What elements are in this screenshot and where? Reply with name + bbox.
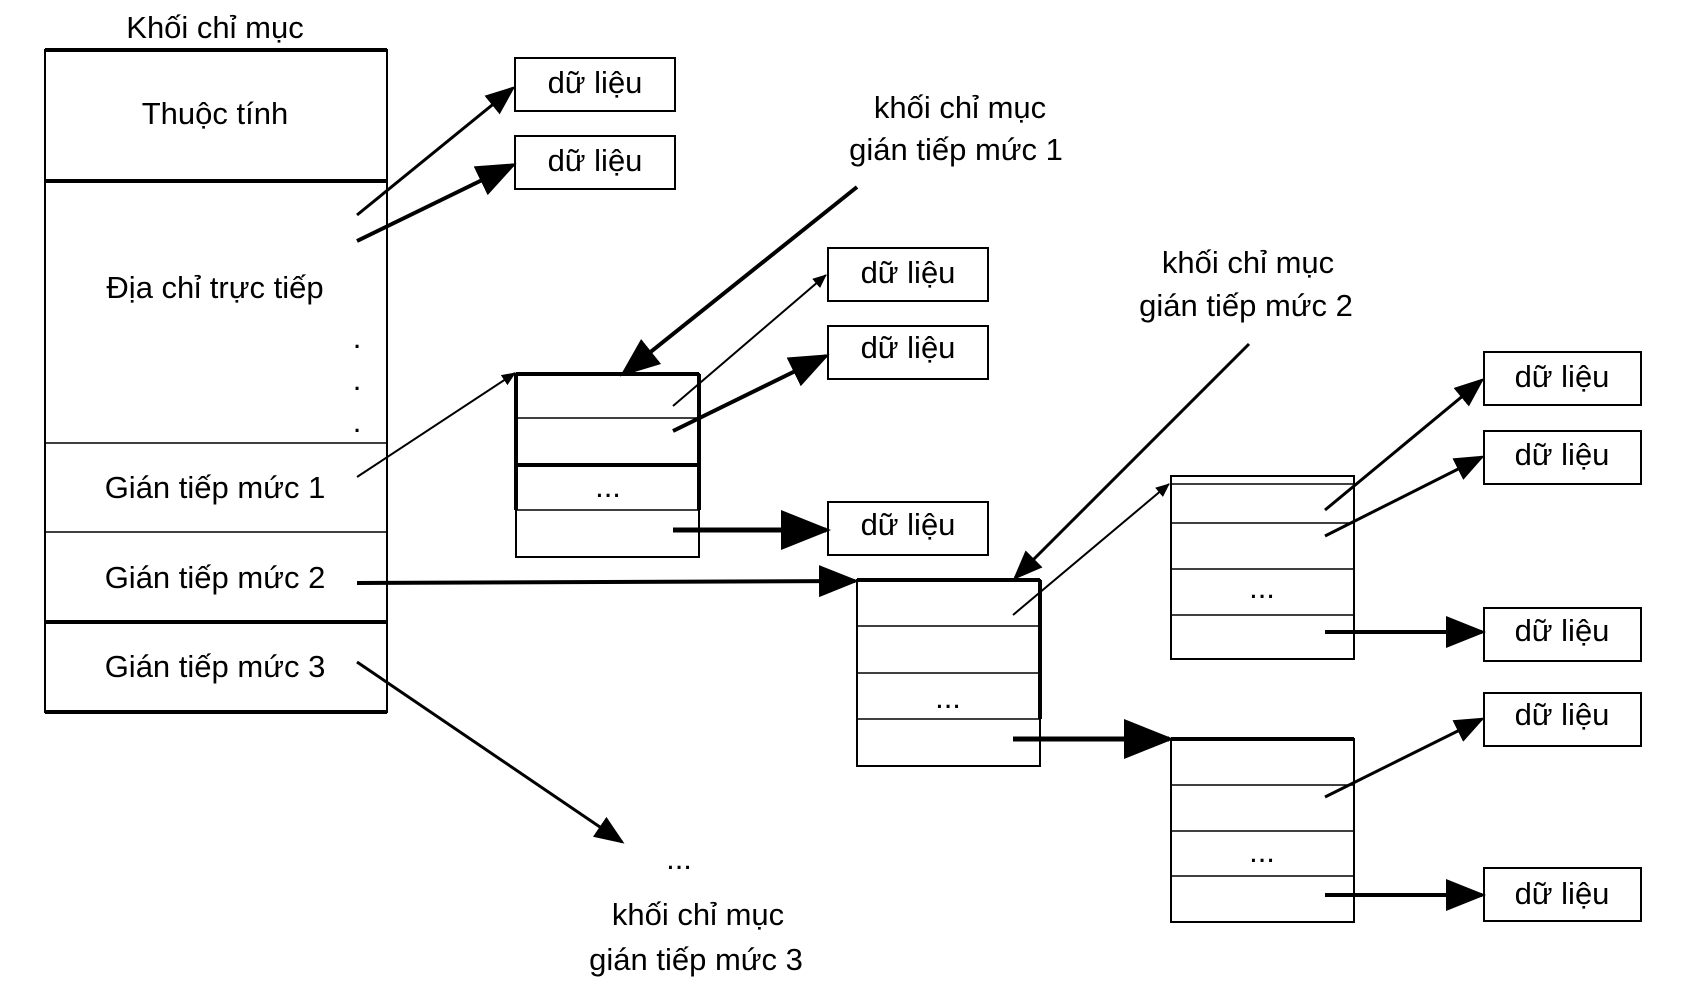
data-block: dữ liệu: [827, 325, 989, 380]
single-indirect-block: [514, 372, 701, 558]
caption-level3-line1: khối chỉ mục: [612, 897, 784, 932]
svg-text:dữ liệu: dữ liệu: [861, 255, 956, 290]
single-indirect-ellipsis: ...: [595, 469, 621, 504]
svg-text:dữ liệu: dữ liệu: [1515, 437, 1610, 472]
double-sub-2-ellipsis: ...: [1249, 834, 1275, 869]
data-block: dữ liệu: [1483, 607, 1642, 662]
svg-text:dữ liệu: dữ liệu: [861, 507, 956, 542]
data-block: dữ liệu: [1483, 430, 1642, 485]
svg-text:dữ liệu: dữ liệu: [548, 65, 643, 100]
inode-direct-dot-1: .: [353, 320, 362, 355]
inode-direct-dot-3: .: [353, 404, 362, 439]
data-block: dữ liệu: [1483, 351, 1642, 406]
data-block: dữ liệu: [827, 247, 989, 302]
double-indirect-sub-block-1: [1170, 475, 1355, 660]
data-block: dữ liệu: [1483, 692, 1642, 747]
svg-text:dữ liệu: dữ liệu: [1515, 876, 1610, 911]
inode-single-indirect-label: Gián tiếp mức 1: [105, 470, 326, 505]
caption-level3-line2: gián tiếp mức 3: [589, 942, 803, 977]
pointer-arrows: [356, 86, 1486, 911]
data-block: dữ liệu: [514, 135, 676, 190]
double-indirect-ellipsis: ...: [935, 680, 961, 715]
double-sub-1-ellipsis: ...: [1249, 570, 1275, 605]
caption-level3-dots: ...: [666, 841, 692, 876]
inode-triple-indirect-label: Gián tiếp mức 3: [105, 649, 326, 684]
inode-attributes-label: Thuộc tính: [142, 96, 288, 131]
caption-level1-line1: khối chỉ mục: [874, 90, 1046, 125]
inode-title: Khối chỉ mục: [126, 10, 303, 45]
data-block: dữ liệu: [827, 501, 989, 556]
data-block: dữ liệu: [1483, 867, 1642, 922]
inode-block: [44, 48, 388, 714]
svg-text:dữ liệu: dữ liệu: [1515, 697, 1610, 732]
svg-text:dữ liệu: dữ liệu: [1515, 613, 1610, 648]
double-indirect-block: [856, 578, 1042, 767]
caption-level2-line1: khối chỉ mục: [1162, 245, 1334, 280]
svg-text:dữ liệu: dữ liệu: [548, 143, 643, 178]
svg-text:dữ liệu: dữ liệu: [1515, 359, 1610, 394]
inode-double-indirect-label: Gián tiếp mức 2: [105, 560, 326, 595]
inode-direct-label: Địa chỉ trực tiếp: [106, 270, 323, 305]
caption-level2-line2: gián tiếp mức 2: [1139, 288, 1353, 323]
caption-level1-line2: gián tiếp mức 1: [849, 132, 1063, 167]
inode-direct-dot-2: .: [353, 362, 362, 397]
svg-text:dữ liệu: dữ liệu: [861, 330, 956, 365]
data-block: dữ liệu: [514, 57, 676, 112]
double-indirect-sub-block-2: [1170, 737, 1355, 923]
